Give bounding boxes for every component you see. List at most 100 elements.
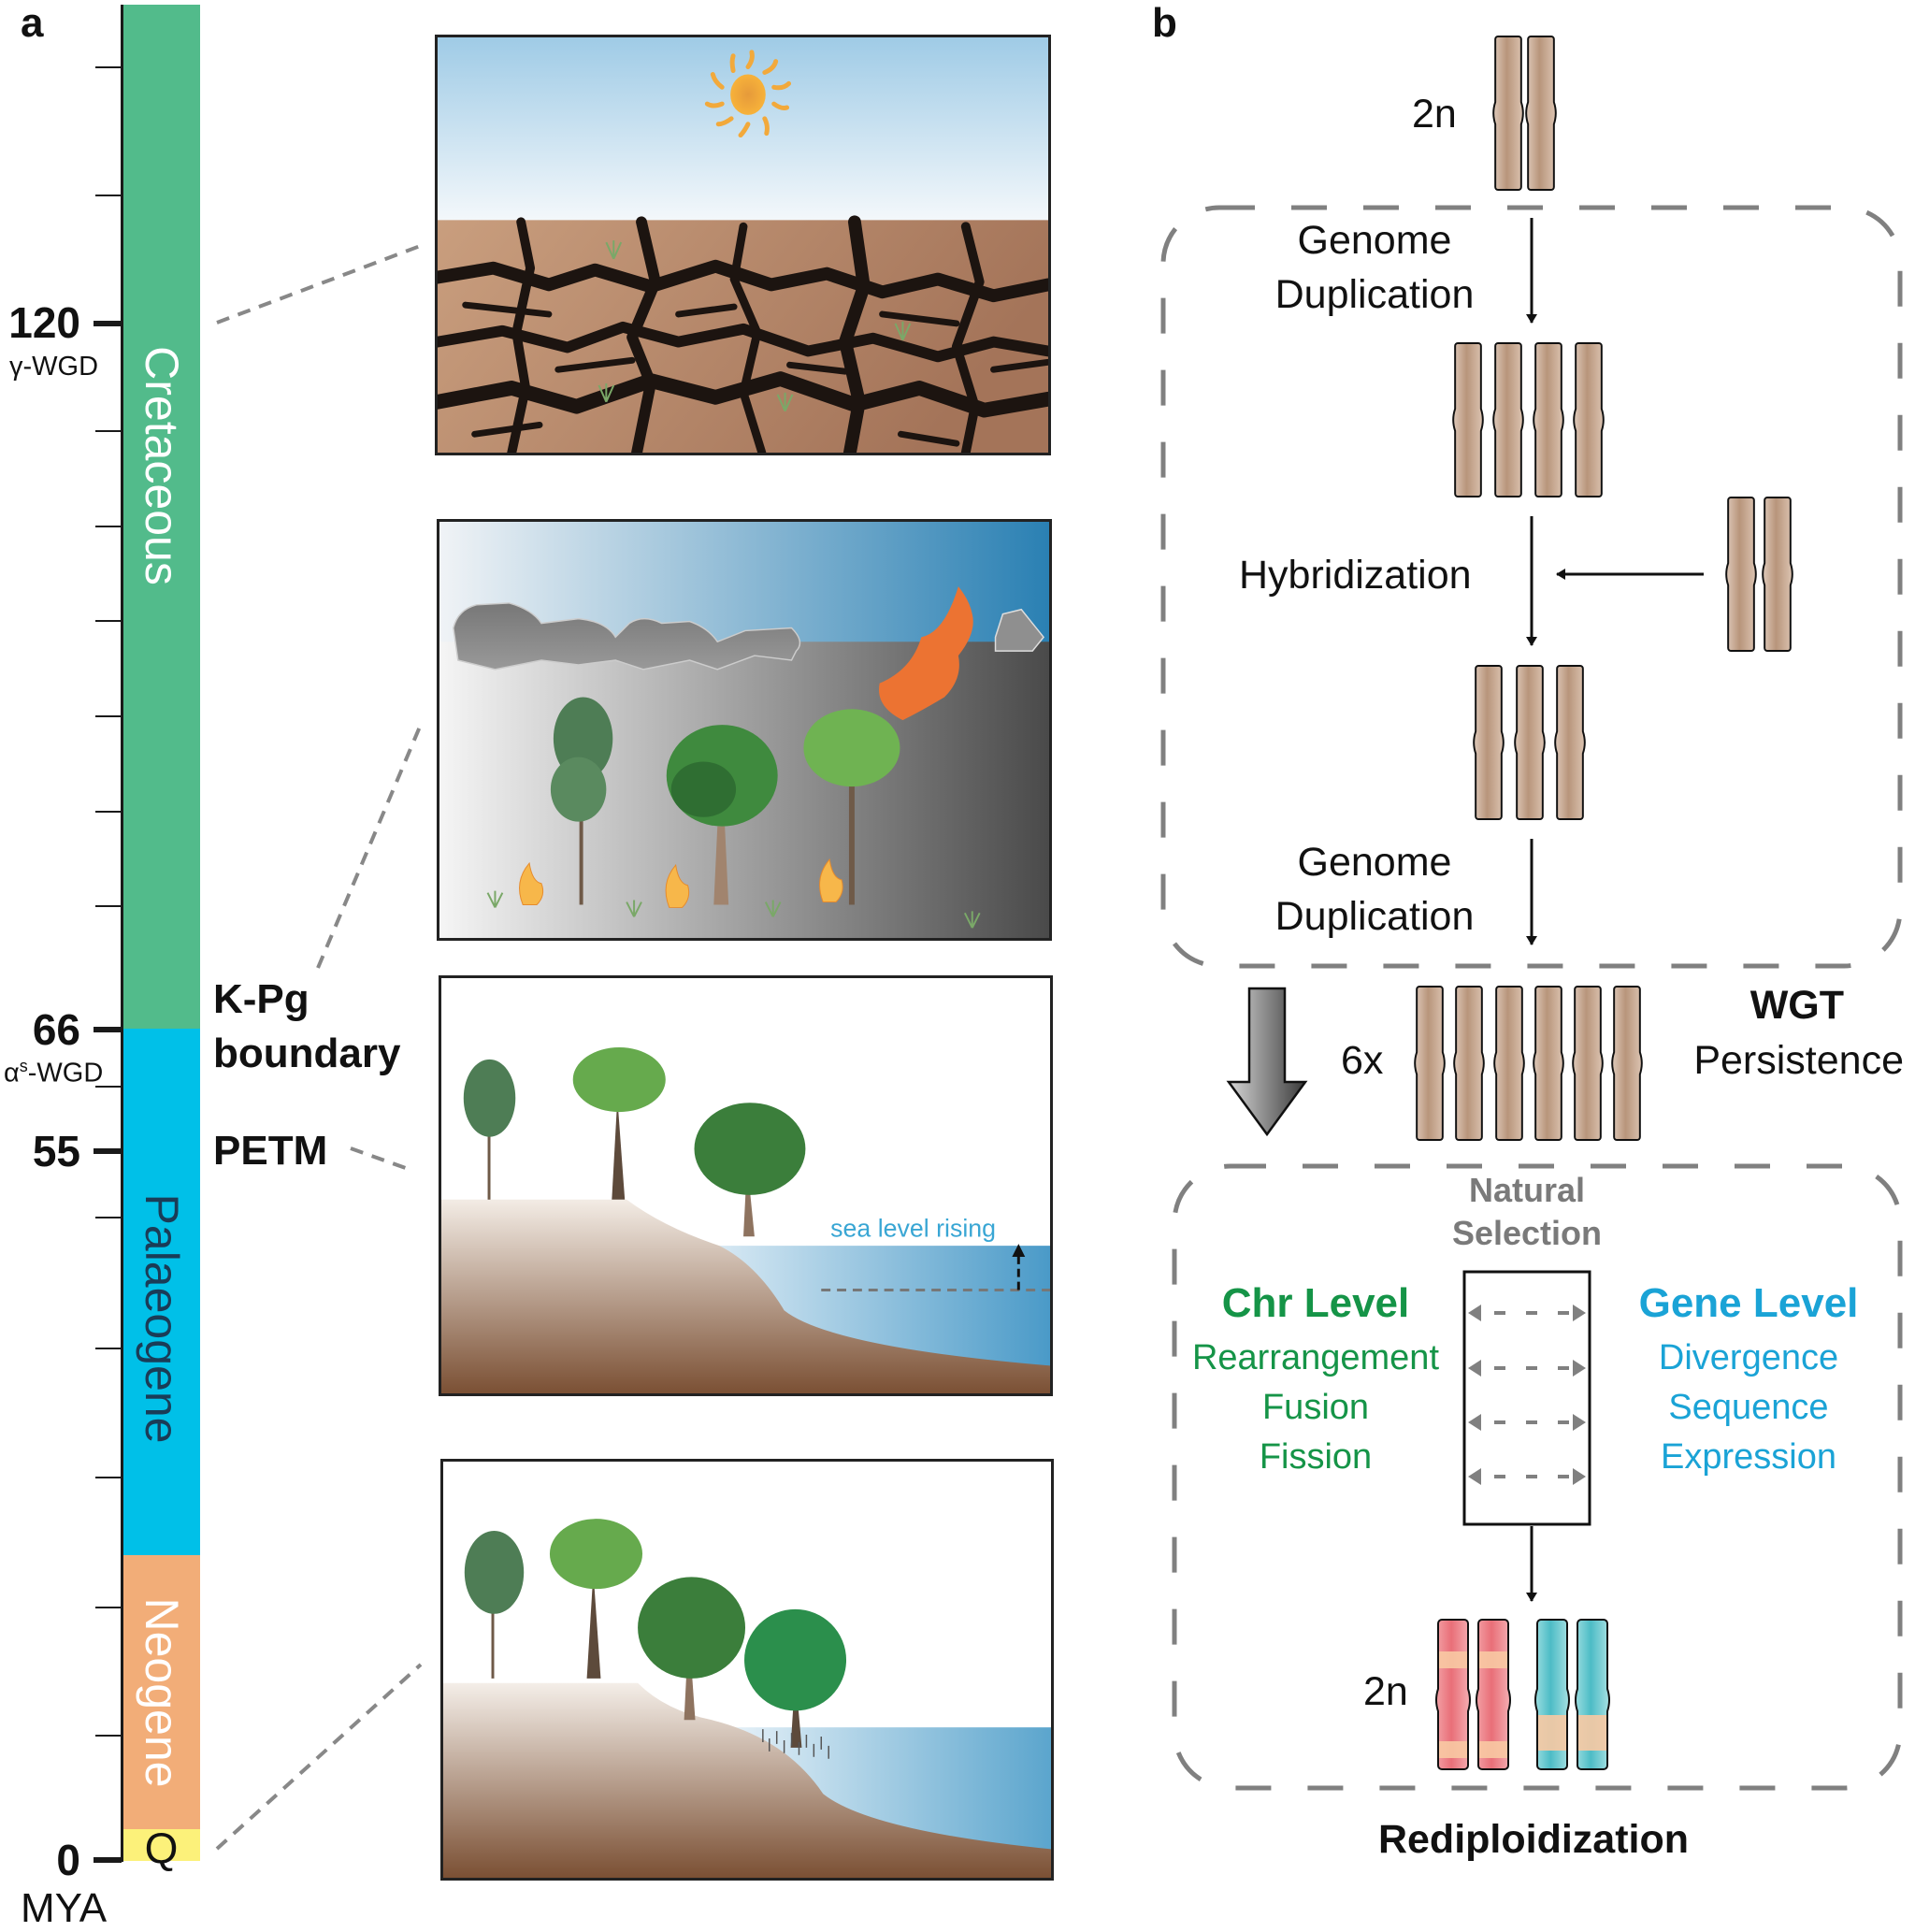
- pine-tree-icon: [550, 697, 613, 905]
- double-arrow-icon: [1468, 1305, 1586, 1321]
- broadleaf-tree-icon: [572, 1047, 666, 1200]
- gene-level-item: Expression: [1661, 1437, 1836, 1477]
- double-arrow-icon: [1468, 1360, 1586, 1377]
- scene-petm-coast: sea level rising: [439, 975, 1053, 1396]
- minor-tick: [95, 1348, 122, 1349]
- kpg-line2: boundary: [213, 1031, 401, 1076]
- connector-cretaceous: [216, 243, 424, 324]
- natural-selection-box: [1462, 1270, 1591, 1526]
- sea-level-rising-label: sea level rising: [830, 1214, 996, 1242]
- alpha-s-wgd-label: αs-WGD: [4, 1057, 103, 1089]
- wgt-title: WGT: [1749, 983, 1844, 1028]
- chr-level-item: Fusion: [1261, 1388, 1370, 1427]
- connector-petm: [350, 1146, 414, 1173]
- kpg-boundary-label: K-Pg boundary: [213, 973, 400, 1081]
- hybridization-label: Hybridization: [1239, 553, 1472, 598]
- pine-tree-icon: [463, 1059, 516, 1200]
- small-fire-icon: [665, 863, 690, 908]
- minor-tick: [95, 1735, 122, 1737]
- minor-tick: [95, 715, 122, 717]
- broadleaf-tree-icon: [666, 725, 778, 905]
- label-line: Duplication: [1274, 272, 1475, 317]
- label-line: Genome: [1297, 840, 1452, 885]
- soil-cracks: [438, 215, 1048, 453]
- major-tick-55: [94, 1148, 122, 1154]
- period-palaeogene: Palaeogene: [122, 1029, 200, 1555]
- mangrove-tree-icon: [744, 1608, 847, 1748]
- small-fires: [519, 858, 843, 908]
- period-neogene: Neogene: [122, 1555, 200, 1829]
- trees: [463, 1047, 806, 1237]
- gene-level-title: Gene Level: [1638, 1280, 1859, 1326]
- major-tick-66: [94, 1027, 122, 1032]
- period-quaternary: Q: [122, 1824, 200, 1872]
- period-name: Q: [144, 1824, 179, 1873]
- diploid-chromosomes-start: [1492, 35, 1557, 192]
- rising-arrow-icon: [1012, 1244, 1026, 1290]
- hybrid-donor-chromosomes: [1725, 496, 1793, 653]
- genome-duplication-label-2: Genome Duplication: [1258, 835, 1491, 944]
- wgd-sup: s: [19, 1057, 28, 1075]
- rediploid-chromosomes-red: [1435, 1619, 1511, 1770]
- tick-label-55: 55: [32, 1127, 80, 1175]
- big-down-arrow-icon: [1226, 987, 1308, 1137]
- period-cretaceous: Cretaceous: [122, 5, 200, 1029]
- grass-tufts: [598, 240, 912, 412]
- scene-neogene-coast: [440, 1459, 1054, 1881]
- minor-tick: [95, 1477, 122, 1478]
- major-tick-120: [94, 321, 122, 326]
- connector-neogene: [215, 1663, 423, 1851]
- gamma-wgd-label: γ-WGD: [9, 352, 99, 382]
- double-arrow-icon: [1468, 1414, 1586, 1431]
- wgd-rest: -WGD: [27, 1058, 104, 1089]
- small-fire-icon: [519, 861, 544, 905]
- triploid-chromosomes: [1473, 664, 1586, 821]
- pine-tree-icon: [464, 1531, 525, 1679]
- start-ploidy-label: 2n: [1412, 92, 1457, 137]
- teal-chromosome: [1575, 1619, 1610, 1770]
- minor-tick: [95, 66, 122, 68]
- grass-tufts: [486, 890, 981, 929]
- chr-level-item: Fission: [1259, 1437, 1373, 1477]
- chr-level-column: Chr Level Rearrangement Fusion Fission: [1180, 1274, 1451, 1482]
- trees: [550, 697, 900, 905]
- gene-level-item: Divergence: [1658, 1338, 1839, 1377]
- minor-tick: [95, 430, 122, 432]
- tetraploid-chromosomes: [1452, 341, 1605, 498]
- rediploidization-label: Rediploidization: [1377, 1817, 1690, 1862]
- petm-label: PETM: [213, 1128, 328, 1174]
- end-ploidy-label: 2n: [1363, 1669, 1408, 1714]
- chr-level-item: Rearrangement: [1191, 1338, 1440, 1377]
- smoke-cloud-right: [994, 608, 1045, 652]
- oak-tree-icon: [694, 1103, 806, 1237]
- red-chromosome: [1435, 1619, 1471, 1770]
- tick-label-66: 66: [32, 1005, 80, 1054]
- minor-tick: [95, 1607, 122, 1608]
- label-line: Natural: [1468, 1171, 1586, 1209]
- large-fire-icon: [878, 586, 973, 721]
- minor-tick: [95, 905, 122, 907]
- coastal-land: [443, 1682, 1051, 1878]
- natural-selection-label: Natural Selection: [1433, 1169, 1620, 1255]
- gene-level-column: Gene Level Divergence Sequence Expressio…: [1613, 1274, 1884, 1482]
- rediploid-chromosomes-teal: [1534, 1619, 1610, 1770]
- ploidy-count-label: 6x: [1341, 1038, 1384, 1083]
- duplication-stage-box: [1160, 205, 1903, 969]
- minor-tick: [95, 195, 122, 196]
- oak-tree-icon: [638, 1577, 746, 1721]
- minor-tick: [95, 1217, 122, 1218]
- smoke-clouds: [453, 602, 801, 670]
- minor-tick: [95, 811, 122, 813]
- broadleaf-tree-icon: [549, 1519, 643, 1679]
- rediploidization-stage-box: [1172, 1163, 1903, 1791]
- time-axis: [121, 5, 123, 1862]
- eucalyptus-tree-icon: [803, 709, 900, 905]
- scene-cretaceous-drought: [435, 35, 1051, 455]
- double-arrow-icon: [1468, 1468, 1586, 1485]
- chr-level-title: Chr Level: [1221, 1280, 1410, 1326]
- hexaploid-chromosomes: [1414, 985, 1643, 1142]
- tick-label-120: 120: [8, 298, 80, 347]
- kpg-line1: K-Pg: [213, 976, 310, 1022]
